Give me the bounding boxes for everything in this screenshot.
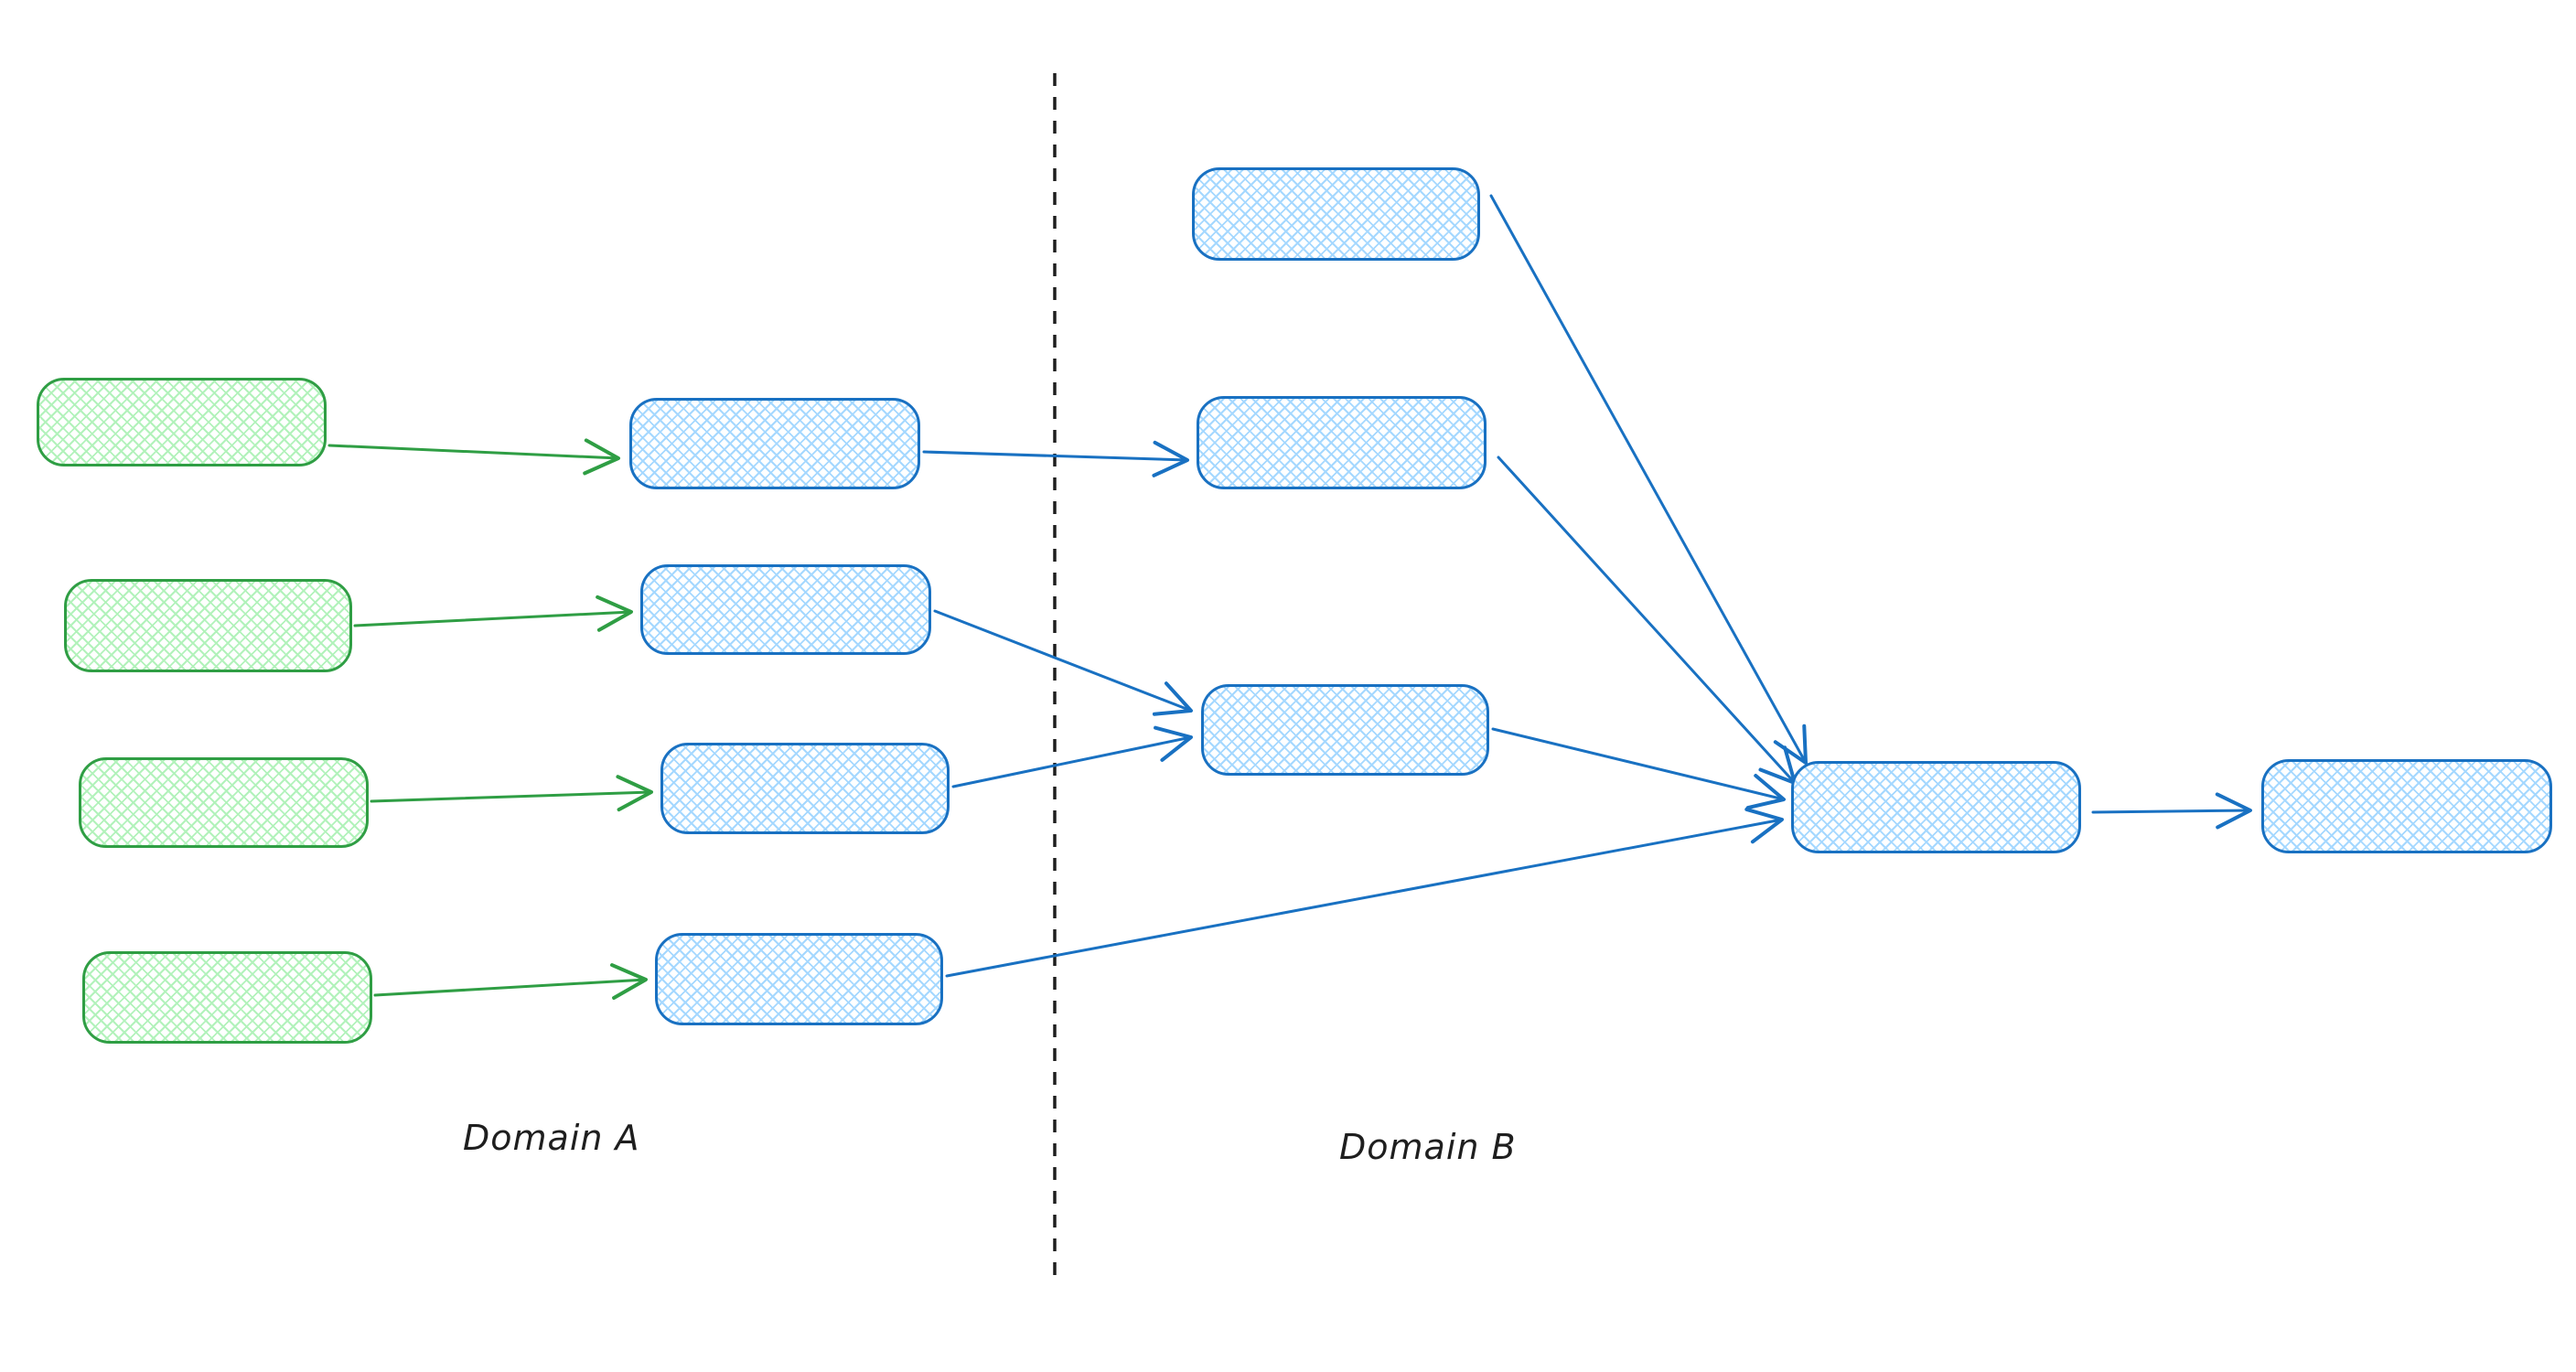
domain-b-node-2[interactable] bbox=[1197, 396, 1487, 489]
domain-a-source-2[interactable] bbox=[64, 579, 352, 672]
domain-a-label: Domain A bbox=[463, 1118, 640, 1158]
domain-a-source-4[interactable] bbox=[82, 951, 372, 1044]
domain-a-node-4[interactable] bbox=[655, 933, 943, 1025]
edge-source1-to-node1[interactable] bbox=[327, 438, 620, 476]
edge-b3-to-hub[interactable] bbox=[1491, 727, 1786, 810]
edge-node3-to-b3[interactable] bbox=[951, 725, 1193, 788]
domain-b-node-3[interactable] bbox=[1201, 684, 1489, 776]
domain-b-hub-node[interactable] bbox=[1791, 761, 2081, 853]
domain-a-node-2[interactable] bbox=[640, 564, 931, 655]
edge-node1-to-b2[interactable] bbox=[922, 440, 1189, 477]
edge-b2-to-hub[interactable] bbox=[1497, 456, 1797, 785]
edge-node4-to-hub[interactable] bbox=[945, 807, 1784, 978]
edge-b1-to-hub[interactable] bbox=[1489, 194, 1808, 765]
edge-source4-to-node4[interactable] bbox=[373, 963, 648, 1001]
edge-node2-to-b3[interactable] bbox=[933, 609, 1193, 716]
domain-a-node-3[interactable] bbox=[660, 743, 950, 834]
domain-a-source-1[interactable] bbox=[37, 378, 327, 466]
domain-b-node-1[interactable] bbox=[1192, 167, 1480, 261]
edge-hub-to-output[interactable] bbox=[2091, 792, 2252, 830]
domain-a-source-3[interactable] bbox=[79, 757, 369, 848]
domain-b-label: Domain B bbox=[1339, 1127, 1517, 1167]
edge-source2-to-node2[interactable] bbox=[353, 595, 633, 632]
domain-a-node-1[interactable] bbox=[629, 398, 920, 489]
edge-source3-to-node3[interactable] bbox=[370, 775, 653, 812]
domain-b-output-node[interactable] bbox=[2261, 759, 2552, 853]
